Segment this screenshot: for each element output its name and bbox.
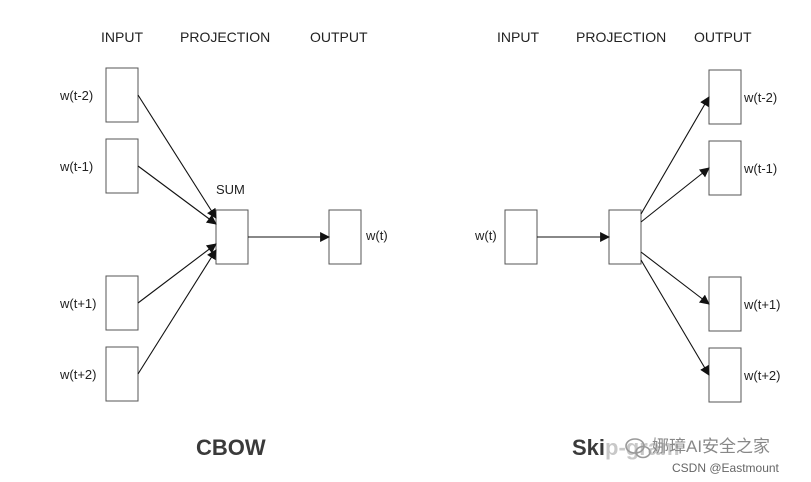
skipgram-input-header: INPUT — [497, 29, 539, 45]
cbow-input-label-1: w(t-2) — [59, 88, 93, 103]
wechat-icon — [625, 438, 651, 459]
cbow-input-box-4 — [105, 346, 139, 402]
cbow-panel: INPUT PROJECTION OUTPUT w(t-2) w(t-1) w(… — [59, 29, 388, 460]
cbow-output-box — [328, 209, 362, 265]
cbow-output-label: w(t) — [365, 228, 388, 243]
skipgram-output-header: OUTPUT — [694, 29, 752, 45]
cbow-projection-header: PROJECTION — [180, 29, 270, 45]
skipgram-output-box-4 — [708, 347, 742, 403]
cbow-projection-box — [215, 209, 249, 265]
cbow-arrow-in-3 — [137, 243, 217, 304]
skipgram-arrow-out-2 — [640, 167, 710, 223]
watermark-csdn: CSDN @Eastmount — [672, 461, 780, 475]
watermark-channel: 娜璋AI安全之家 — [652, 437, 770, 456]
cbow-input-box-2 — [105, 138, 139, 194]
cbow-title: CBOW — [196, 435, 266, 460]
skipgram-arrow-out-1 — [640, 96, 710, 215]
skipgram-panel: INPUT PROJECTION OUTPUT w(t) w(t-2) w(t-… — [474, 29, 780, 460]
cbow-output-header: OUTPUT — [310, 29, 368, 45]
cbow-sum-label: SUM — [216, 182, 245, 197]
skipgram-output-box-2 — [708, 140, 742, 196]
skipgram-output-label-2: w(t-1) — [743, 161, 777, 176]
skipgram-output-label-3: w(t+1) — [743, 297, 780, 312]
cbow-arrow-in-4 — [137, 249, 217, 375]
skipgram-output-label-1: w(t-2) — [743, 90, 777, 105]
skipgram-input-label: w(t) — [474, 228, 497, 243]
skipgram-arrow-out-4 — [640, 259, 710, 376]
skipgram-output-box-1 — [708, 69, 742, 125]
cbow-input-label-4: w(t+2) — [59, 367, 96, 382]
cbow-input-label-3: w(t+1) — [59, 296, 96, 311]
skipgram-input-box — [504, 209, 538, 265]
cbow-input-label-2: w(t-1) — [59, 159, 93, 174]
skipgram-output-box-3 — [708, 276, 742, 332]
skipgram-projection-header: PROJECTION — [576, 29, 666, 45]
skipgram-output-label-4: w(t+2) — [743, 368, 780, 383]
cbow-input-header: INPUT — [101, 29, 143, 45]
skipgram-projection-box — [608, 209, 642, 265]
cbow-arrow-in-1 — [137, 94, 217, 219]
skipgram-arrow-out-3 — [640, 251, 710, 305]
cbow-input-box-1 — [105, 67, 139, 123]
cbow-input-box-3 — [105, 275, 139, 331]
cbow-arrow-in-2 — [137, 165, 217, 225]
watermark: 娜璋AI安全之家 CSDN @Eastmount — [605, 432, 811, 482]
